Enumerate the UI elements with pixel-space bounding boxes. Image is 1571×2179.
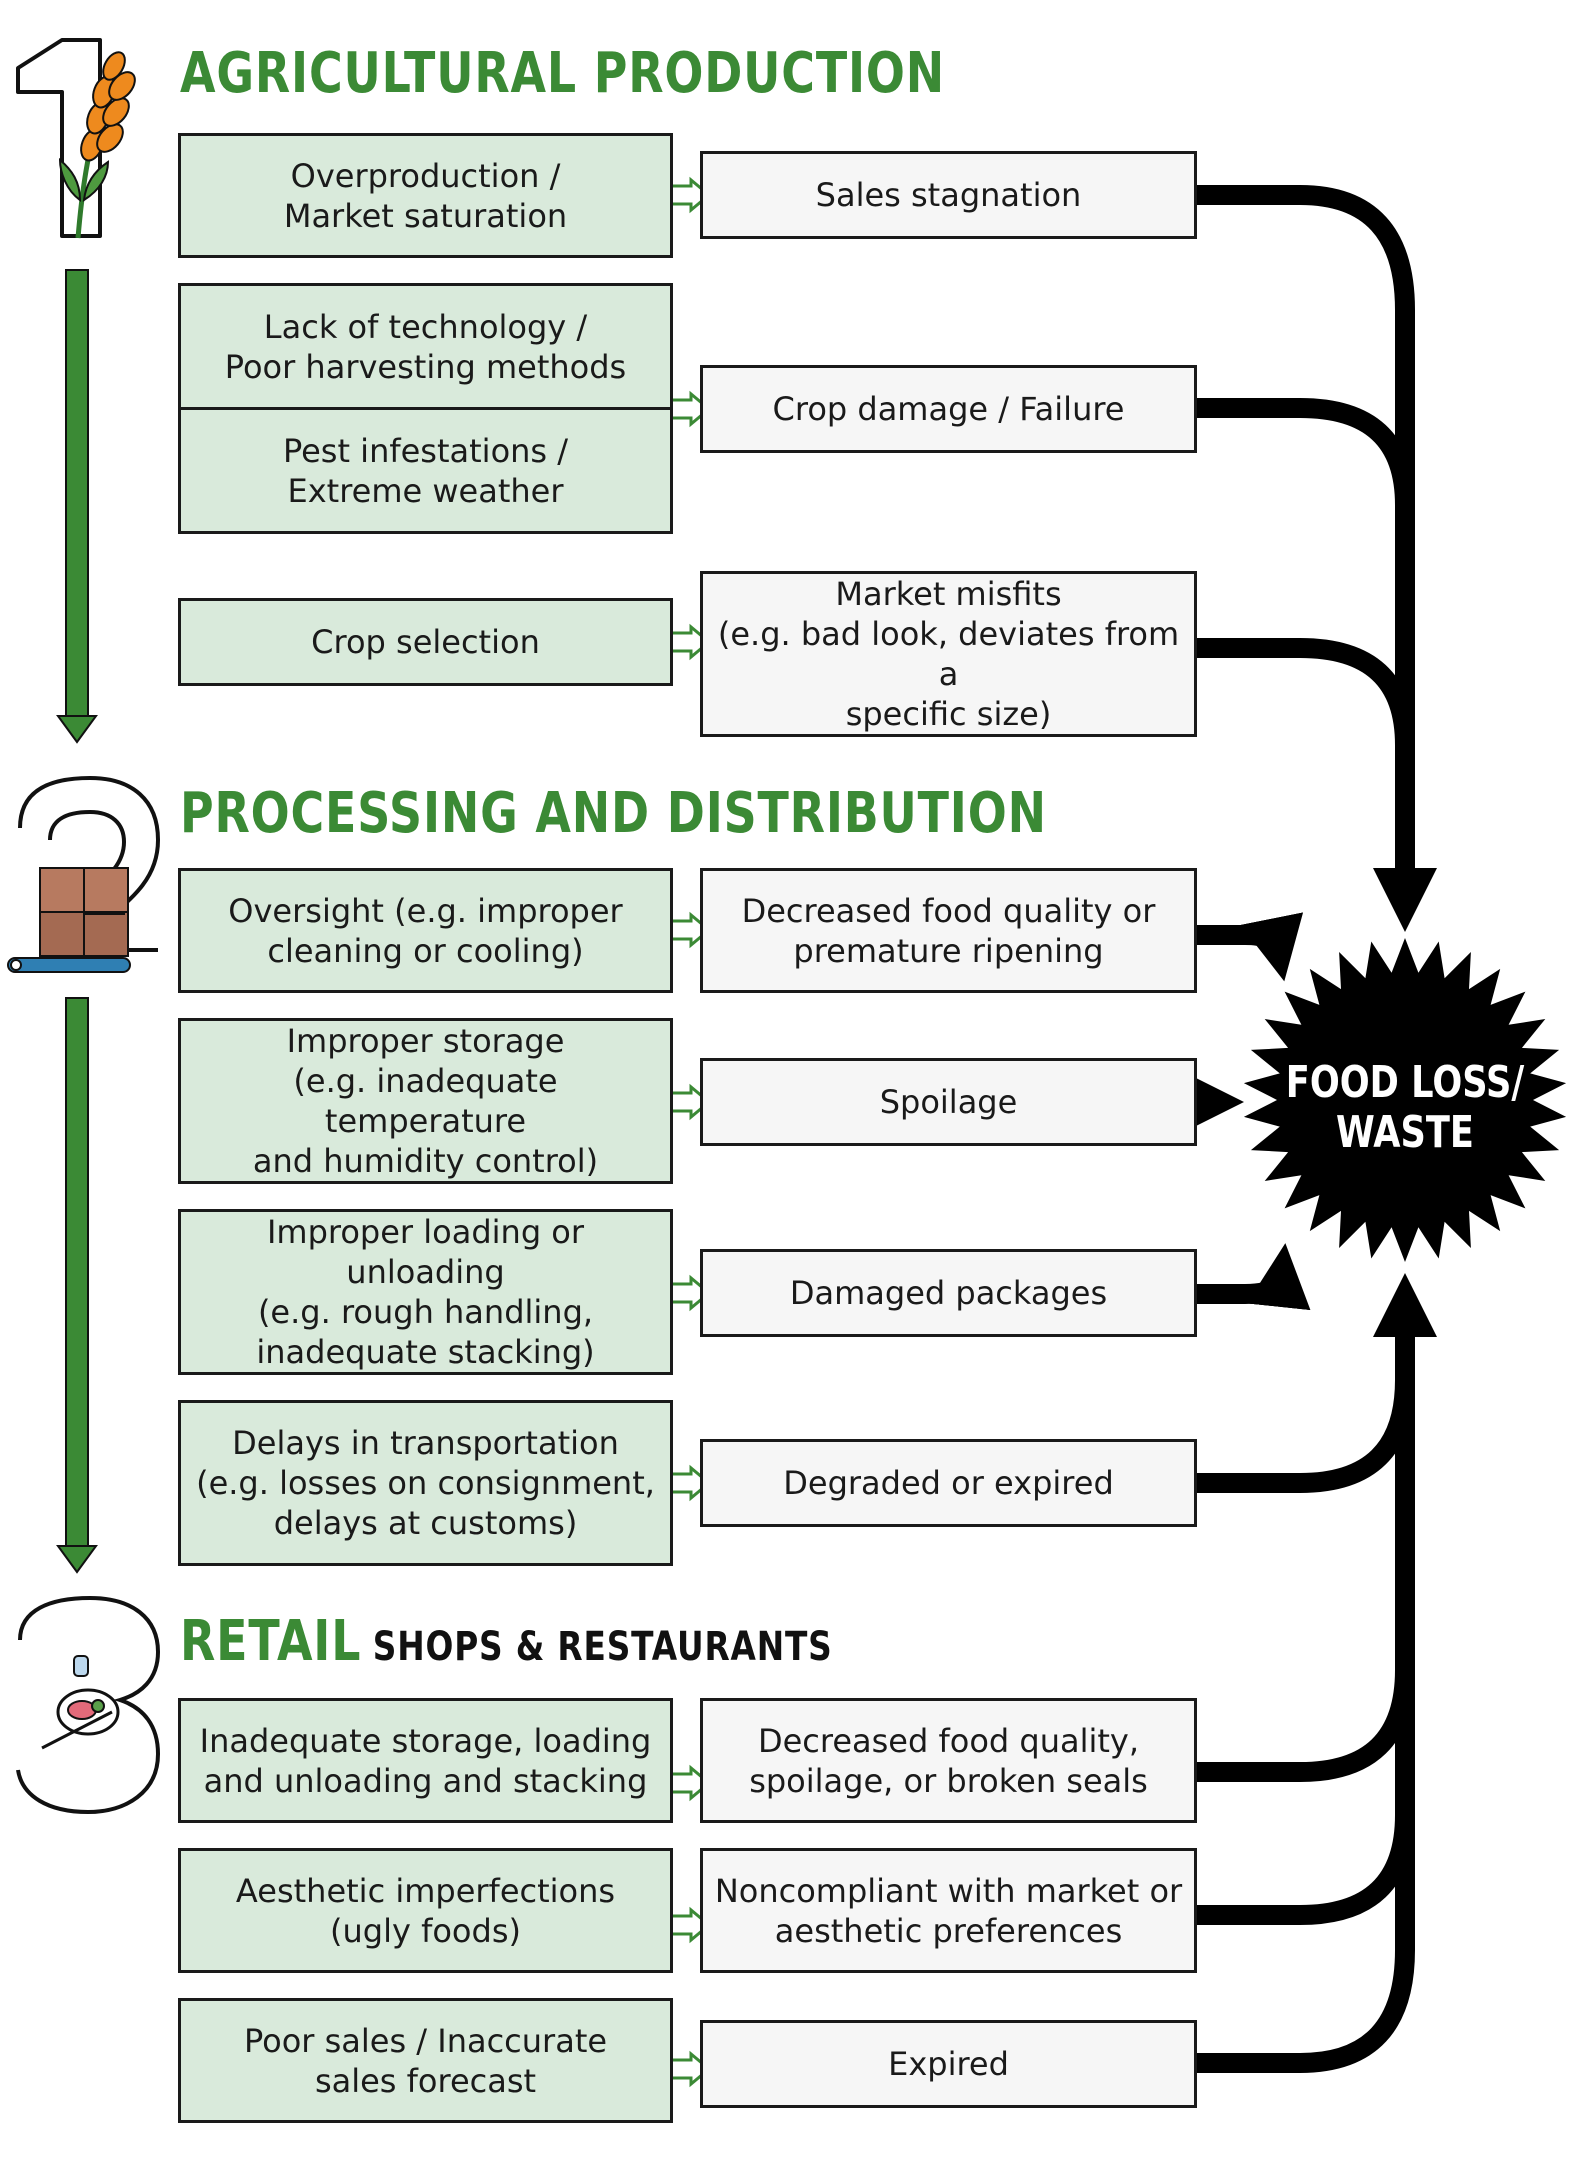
effect-box: Spoilage bbox=[700, 1058, 1197, 1146]
effect-box: Market misfits (e.g. bad look, deviates … bbox=[700, 571, 1197, 737]
cause-box: Delays in transportation (e.g. losses on… bbox=[178, 1400, 673, 1566]
cause-box: Pest infestations / Extreme weather bbox=[178, 407, 673, 534]
cause-box: Improper loading or unloading (e.g. roug… bbox=[178, 1209, 673, 1375]
conveyor-boxes-icon bbox=[7, 867, 131, 973]
effect-box: Decreased food quality or premature ripe… bbox=[700, 868, 1197, 993]
effect-box: Expired bbox=[700, 2020, 1197, 2108]
outcome-label: FOOD LOSS/ WASTE bbox=[1285, 1057, 1525, 1158]
section-2-heading: PROCESSING AND DISTRIBUTION bbox=[180, 781, 1047, 846]
cause-box: Oversight (e.g. improper cleaning or coo… bbox=[178, 868, 673, 993]
effect-box: Noncompliant with market or aesthetic pr… bbox=[700, 1848, 1197, 1973]
food-plate-icon bbox=[41, 1655, 120, 1750]
connectors-to-outcome bbox=[1179, 185, 1438, 2073]
cause-box: Crop selection bbox=[178, 598, 673, 686]
cause-box: Improper storage (e.g. inadequate temper… bbox=[178, 1018, 673, 1184]
cause-box: Lack of technology / Poor harvesting met… bbox=[178, 283, 673, 410]
food-loss-burst bbox=[1243, 938, 1567, 1262]
effect-box: Sales stagnation bbox=[700, 151, 1197, 239]
cause-box: Aesthetic imperfections (ugly foods) bbox=[178, 1848, 673, 1973]
section-3-subheading: SHOPS & RESTAURANTS bbox=[372, 1624, 833, 1670]
effect-box: Degraded or expired bbox=[700, 1439, 1197, 1527]
section-1-heading: AGRICULTURAL PRODUCTION bbox=[180, 41, 945, 106]
effect-box: Crop damage / Failure bbox=[700, 365, 1197, 453]
cause-box: Poor sales / Inaccurate sales forecast bbox=[178, 1998, 673, 2123]
stage-number-3 bbox=[16, 1595, 161, 1815]
effect-box: Damaged packages bbox=[700, 1249, 1197, 1337]
cause-box: Overproduction / Market saturation bbox=[178, 133, 673, 258]
effect-box: Decreased food quality, spoilage, or bro… bbox=[700, 1698, 1197, 1823]
wheat-icon bbox=[58, 51, 136, 239]
stage-number-1 bbox=[16, 38, 102, 238]
stage-arrow-2 bbox=[56, 997, 98, 1574]
cause-box: Inadequate storage, loading and unloadin… bbox=[178, 1698, 673, 1823]
stage-arrow-1 bbox=[56, 269, 98, 744]
